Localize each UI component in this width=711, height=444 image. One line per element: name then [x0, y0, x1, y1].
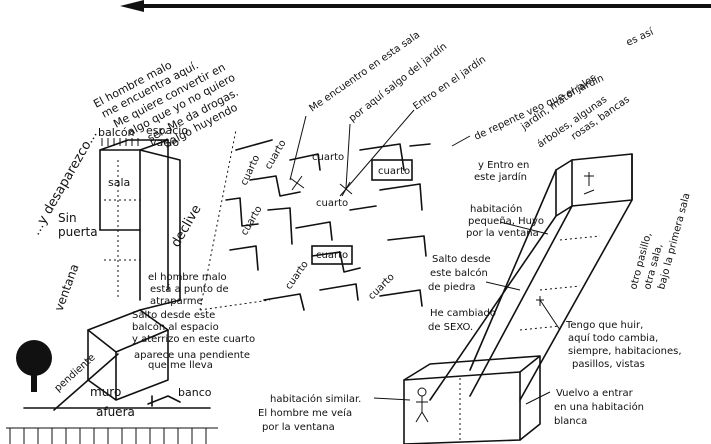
svg-text:cuarto: cuarto [263, 138, 289, 171]
svg-text:cuarto: cuarto [316, 198, 348, 209]
tree-drawing [16, 340, 52, 392]
right-notes: y Entro en este jardín habitación pequeñ… [428, 160, 544, 333]
svg-text:este balcón: este balcón [430, 267, 488, 279]
svg-text:en una habitación: en una habitación [554, 401, 644, 413]
svg-text:cuarto: cuarto [366, 272, 396, 302]
svg-text:blanca: blanca [554, 416, 587, 427]
puerta-label: puerta [58, 225, 98, 239]
svg-text:bajo la primera sala: bajo la primera sala [656, 192, 692, 291]
svg-text:por la ventana: por la ventana [466, 228, 539, 239]
svg-text:cuarto: cuarto [316, 250, 348, 261]
svg-text:siempre, habitaciones,: siempre, habitaciones, [568, 346, 682, 357]
svg-text:habitación: habitación [470, 203, 522, 215]
svg-text:y aterrizo en este cuarto: y aterrizo en este cuarto [132, 334, 255, 345]
svg-text:de piedra: de piedra [428, 282, 476, 293]
svg-text:cuarto: cuarto [312, 152, 344, 163]
svg-text:este jardín: este jardín [474, 171, 527, 183]
sin-label: Sin [58, 211, 77, 225]
afuera-label: afuera [96, 405, 135, 419]
svg-text:cuarto: cuarto [378, 166, 410, 177]
svg-text:que me lleva: que me lleva [148, 360, 213, 371]
fence [6, 428, 218, 444]
declive-label: declive [168, 202, 204, 250]
svg-text:El hombre me veía: El hombre me veía [258, 407, 352, 419]
svg-text:cuarto: cuarto [283, 259, 310, 292]
svg-text:es así: es así [624, 25, 656, 49]
svg-text:Salto desde este: Salto desde este [132, 310, 215, 321]
vacio-label: vacío [150, 136, 179, 149]
muro-label: muro [90, 385, 121, 399]
svg-text:He cambiado: He cambiado [430, 308, 496, 319]
otro-pasillo-text: otro pasillo, otra sala, bajo la primera… [628, 192, 692, 291]
svg-text:Tengo que huir,: Tengo que huir, [565, 320, 643, 331]
svg-text:de SEXO.: de SEXO. [428, 322, 473, 333]
right-tall-box [404, 154, 632, 444]
svg-text:por la ventana: por la ventana [262, 422, 335, 433]
ventana-label: ventana [52, 262, 82, 313]
top-arrow [120, 0, 711, 12]
bench-drawing [148, 396, 180, 406]
vuelvo-entrar-text: Vuelvo a entrar en una habitación blanca [554, 388, 644, 427]
svg-text:pasillos, vistas: pasillos, vistas [572, 359, 645, 370]
tengo-que-huir-text: Tengo que huir, aquí todo cambia, siempr… [565, 320, 682, 370]
svg-text:y Entro en: y Entro en [478, 160, 529, 171]
maze-annotations: Me encuentro en esta sala por aquí salgo… [307, 25, 656, 143]
svg-text:Salto desde: Salto desde [432, 254, 491, 265]
sala-label: sala [108, 176, 130, 189]
svg-text:pequeña, Huyo: pequeña, Huyo [468, 216, 544, 227]
svg-text:Vuelvo a entrar: Vuelvo a entrar [556, 388, 634, 399]
svg-text:habitación similar.: habitación similar. [270, 393, 361, 405]
balcon-label: balcón [98, 126, 135, 139]
svg-text:balcón al espacio: balcón al espacio [132, 321, 219, 333]
habitacion-similar-text: habitación similar. El hombre me veía po… [258, 393, 361, 433]
svg-text:está a punto de: está a punto de [150, 283, 229, 295]
svg-text:atraparme: atraparme [150, 296, 203, 307]
svg-text:el hombre malo: el hombre malo [148, 272, 227, 283]
svg-text:cuarto: cuarto [239, 204, 265, 237]
svg-text:aquí todo cambia,: aquí todo cambia, [568, 332, 658, 344]
left-notes: el hombre malo está a punto de atraparme… [132, 272, 255, 371]
maze-labels: cuarto cuarto cuarto cuarto cuarto cuart… [239, 138, 410, 302]
svg-text:cuarto: cuarto [239, 154, 263, 188]
banco-label: banco [178, 386, 212, 399]
